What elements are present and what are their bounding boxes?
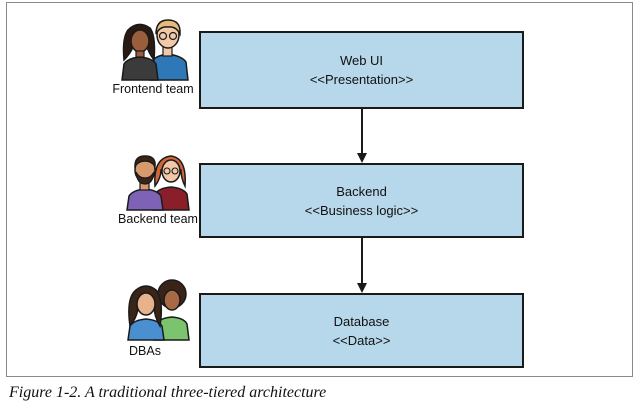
frontend-team-people-icon: [121, 19, 189, 81]
arrow-webui-to-backend: [357, 109, 367, 163]
dba-team-people-icon: [127, 279, 190, 341]
frontend-team-label: Frontend team: [112, 82, 194, 96]
backend-title: Backend: [336, 183, 387, 199]
backend-box: Backend <<Business logic>>: [199, 163, 524, 238]
backend-team-label: Backend team: [118, 212, 198, 226]
web-ui-title: Web UI: [339, 53, 384, 68]
web-ui-stereotype: <<Presentation>>: [309, 72, 414, 87]
database-box: Database <<Data>>: [199, 293, 524, 368]
database-title: Database: [333, 313, 390, 329]
database-stereotype: <<Data>>: [332, 332, 391, 348]
arrow-backend-to-database: [357, 238, 367, 293]
web-ui-box: Web UI <<Presentation>>: [199, 31, 524, 109]
backend-team-people-icon: [126, 155, 190, 211]
dba-team-label: DBAs: [129, 344, 161, 358]
figure-frame: [6, 2, 633, 377]
figure-caption: Figure 1-2. A traditional three-tiered a…: [9, 384, 327, 401]
backend-stereotype: <<Business logic>>: [304, 202, 419, 218]
